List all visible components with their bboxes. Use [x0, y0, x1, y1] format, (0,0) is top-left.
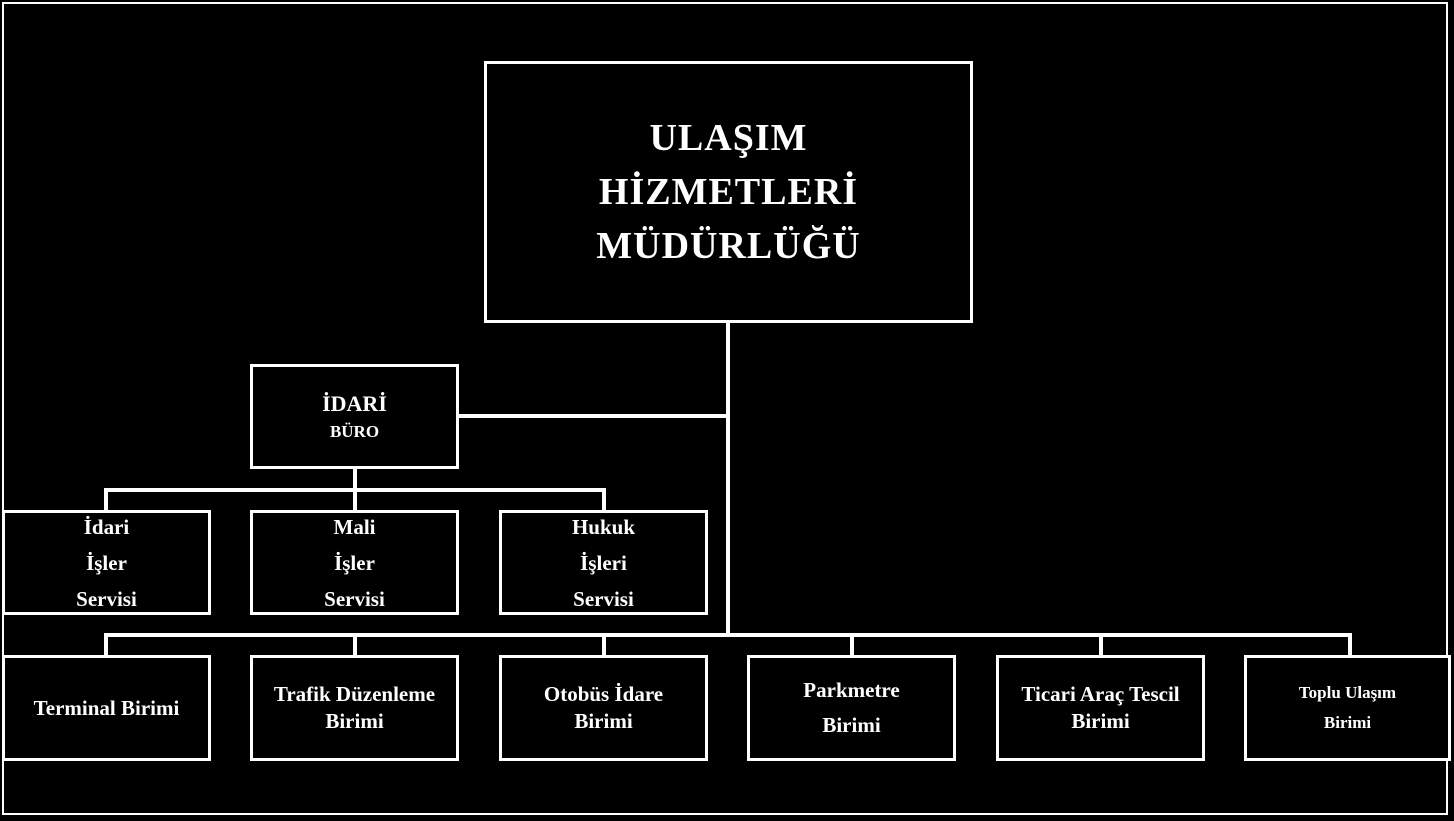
service-label-line: İdari: [83, 514, 130, 539]
service-label-line: İşleri: [580, 550, 627, 575]
office-title: İDARİ: [322, 390, 387, 416]
service-label-line: Servisi: [324, 586, 385, 611]
service-label-line: İşler: [86, 550, 127, 575]
unit-node-box: Toplu Ulaşım Birimi: [1244, 655, 1451, 761]
unit-label-line: Terminal Birimi: [33, 695, 180, 720]
root-title-line-2: HİZMETLERİ: [598, 171, 859, 213]
unit-label-line: Birimi: [822, 713, 881, 737]
unit-label-line: Birimi: [1323, 713, 1372, 732]
unit-label-line: Ticari Araç Tescil: [1021, 682, 1180, 706]
unit-node-box: Otobüs İdare Birimi: [499, 655, 708, 761]
unit-label-line: Parkmetre: [803, 678, 900, 702]
service-label-line: İşler: [334, 550, 375, 575]
unit-label-line: Toplu Ulaşım: [1298, 683, 1397, 702]
root-title-line-3: MÜDÜRLÜĞÜ: [596, 225, 861, 267]
unit-node-box: Trafik Düzenleme Birimi: [250, 655, 459, 761]
unit-label-line: Birimi: [574, 709, 633, 733]
root-node-box: ULAŞIM HİZMETLERİ MÜDÜRLÜĞÜ: [484, 61, 973, 323]
office-subtitle: BÜRO: [329, 421, 380, 441]
unit-node-box: Ticari Araç Tescil Birimi: [996, 655, 1205, 761]
service-label-line: Servisi: [573, 586, 634, 611]
unit-node-box: Terminal Birimi: [2, 655, 211, 761]
unit-label-line: Otobüs İdare: [543, 682, 664, 706]
service-label-line: Hukuk: [571, 514, 636, 539]
unit-label-line: Trafik Düzenleme: [273, 682, 436, 706]
service-node-box: Hukuk İşleri Servisi: [499, 510, 708, 615]
unit-label-line: Birimi: [325, 709, 384, 733]
office-node-box: İDARİ BÜRO: [250, 364, 459, 469]
root-title-line-1: ULAŞIM: [649, 117, 808, 159]
service-node-box: İdari İşler Servisi: [2, 510, 211, 615]
service-label-line: Mali: [333, 514, 376, 539]
unit-label-line: Birimi: [1071, 709, 1130, 733]
service-label-line: Servisi: [76, 586, 137, 611]
unit-node-box: Parkmetre Birimi: [747, 655, 956, 761]
service-node-box: Mali İşler Servisi: [250, 510, 459, 615]
